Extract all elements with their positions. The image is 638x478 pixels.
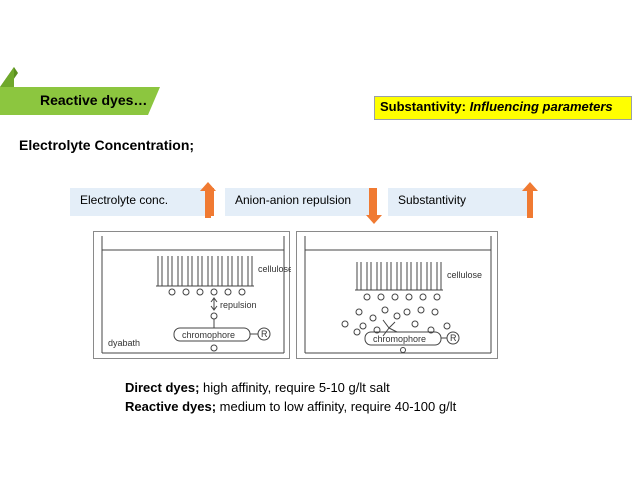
flow-box-repulsion: Anion-anion repulsion [225,188,375,216]
r-group-label: R [450,333,457,343]
dyebath-label: dyabath [108,338,140,348]
arrow-down-icon [366,188,382,224]
arrow-up-icon [522,182,538,218]
flow-box-electrolyte: Electrolyte conc. [70,188,214,216]
r-group-label: R [261,329,268,339]
banner-title: Reactive dyes… [40,92,148,108]
note-direct-dyes-bold: Direct dyes; [125,380,200,395]
arrow-up-icon [200,182,216,218]
subtitle-prefix: Substantivity: [380,99,466,114]
flow-box-substantivity: Substantivity [388,188,533,216]
chromophore-label: chromophore [182,330,235,340]
cellulose-label: cellulose [258,264,291,274]
diagram-high-salt: cellulose chromophore R [296,231,498,359]
cellulose-label: cellulose [447,270,482,280]
chromophore-label: chromophore [373,334,426,344]
title-banner [0,67,160,115]
repulsion-label: repulsion [220,300,257,310]
section-heading: Electrolyte Concentration; [19,137,195,153]
note-reactive-dyes: Reactive dyes; medium to low affinity, r… [125,399,456,414]
note-reactive-dyes-text: medium to low affinity, require 40-100 g… [216,399,457,414]
subtitle-emphasis: Influencing parameters [469,99,613,114]
note-reactive-dyes-bold: Reactive dyes; [125,399,217,414]
subtitle-box: Substantivity: Influencing parameters [374,96,632,120]
note-direct-dyes: Direct dyes; high affinity, require 5-10… [125,380,390,395]
diagram-low-salt: cellulose repulsion chromophore R dyabat… [93,231,291,359]
note-direct-dyes-text: high affinity, require 5-10 g/lt salt [199,380,390,395]
